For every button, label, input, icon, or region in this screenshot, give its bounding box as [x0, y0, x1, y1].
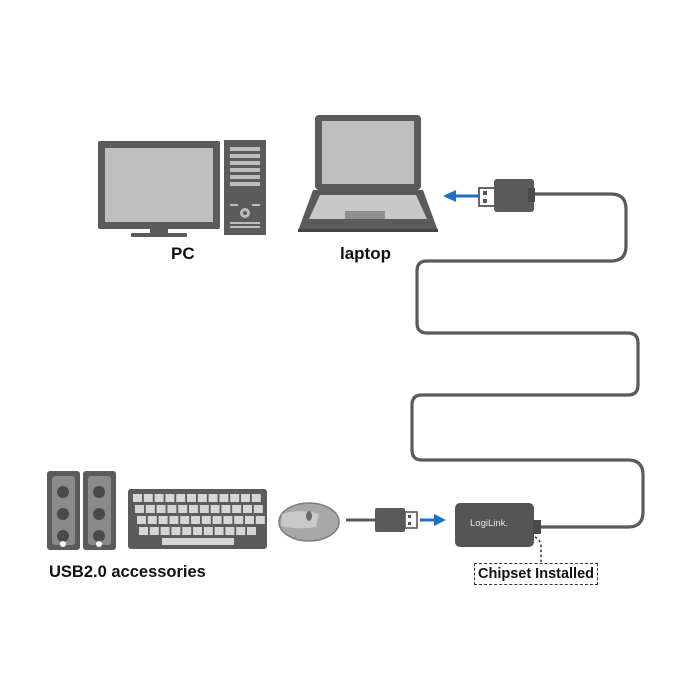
keyboard-key: [187, 494, 196, 502]
arrow-icon: [443, 190, 479, 202]
chipset-label: Chipset Installed: [477, 566, 595, 582]
pc-label: PC: [171, 244, 195, 263]
keyboard-key: [241, 494, 250, 502]
keyboard-key: [203, 527, 213, 535]
keyboard-key: [135, 505, 144, 513]
keyboard-key: [133, 494, 142, 502]
keyboard-key: [247, 527, 256, 535]
accessories-label: USB2.0 accessories: [49, 563, 206, 581]
keyboard-key: [210, 505, 220, 513]
keyboard-key: [180, 516, 190, 524]
keyboard-key: [234, 516, 244, 524]
laptop-icon: [298, 115, 438, 232]
speaker-icon: [47, 471, 80, 550]
keyboard-key: [154, 494, 164, 502]
usb-plug-icon: [478, 179, 535, 212]
keyboard-key: [245, 516, 254, 524]
keyboard-key: [225, 527, 235, 535]
brand-logo-text: LogiLink.: [470, 518, 509, 529]
keyboard-key: [208, 494, 218, 502]
keyboard-key: [189, 505, 198, 513]
keyboard-icon: [128, 489, 267, 549]
keyboard-key: [251, 494, 261, 502]
keyboard-key: [232, 505, 242, 513]
mouse-icon: [278, 502, 340, 542]
speaker-icon: [83, 471, 116, 550]
chipset-callout: Chipset Installed: [474, 563, 598, 585]
keyboard-key: [149, 527, 159, 535]
keyboard-key: [145, 505, 155, 513]
keyboard-key: [137, 516, 146, 524]
keyboard-key: [178, 505, 188, 513]
keyboard-key: [223, 516, 233, 524]
keyboard-key: [158, 516, 168, 524]
keyboard-key: [176, 494, 186, 502]
keyboard-key: [219, 494, 229, 502]
keyboard-key: [182, 527, 192, 535]
keyboard-key: [221, 505, 231, 513]
hub-box-icon: [455, 503, 541, 547]
keyboard-key: [230, 494, 240, 502]
laptop-label: laptop: [340, 244, 391, 263]
pc-tower-icon: [224, 140, 266, 235]
keyboard-key: [169, 516, 179, 524]
desktop-monitor-icon: [98, 141, 220, 237]
keyboard-key: [160, 527, 170, 535]
keyboard-key: [236, 527, 246, 535]
keyboard-key: [156, 505, 166, 513]
keyboard-key: [253, 505, 263, 513]
keyboard-key: [201, 516, 211, 524]
extension-cable: [410, 192, 645, 529]
keyboard-key: [193, 527, 202, 535]
keyboard-key: [197, 494, 207, 502]
keyboard-key: [167, 505, 177, 513]
chipset-pointer: [534, 536, 542, 562]
keyboard-spacebar: [162, 538, 234, 545]
keyboard-key: [191, 516, 200, 524]
arrow-icon: [420, 514, 446, 526]
keyboard-key: [199, 505, 209, 513]
keyboard-key: [139, 527, 148, 535]
keyboard-key: [147, 516, 157, 524]
keyboard-key: [171, 527, 181, 535]
keyboard-key: [143, 494, 153, 502]
keyboard-key: [212, 516, 222, 524]
keyboard-key: [243, 505, 252, 513]
keyboard-key: [214, 527, 224, 535]
usb-plug-icon: [346, 508, 418, 532]
keyboard-key: [165, 494, 175, 502]
keyboard-key: [255, 516, 265, 524]
